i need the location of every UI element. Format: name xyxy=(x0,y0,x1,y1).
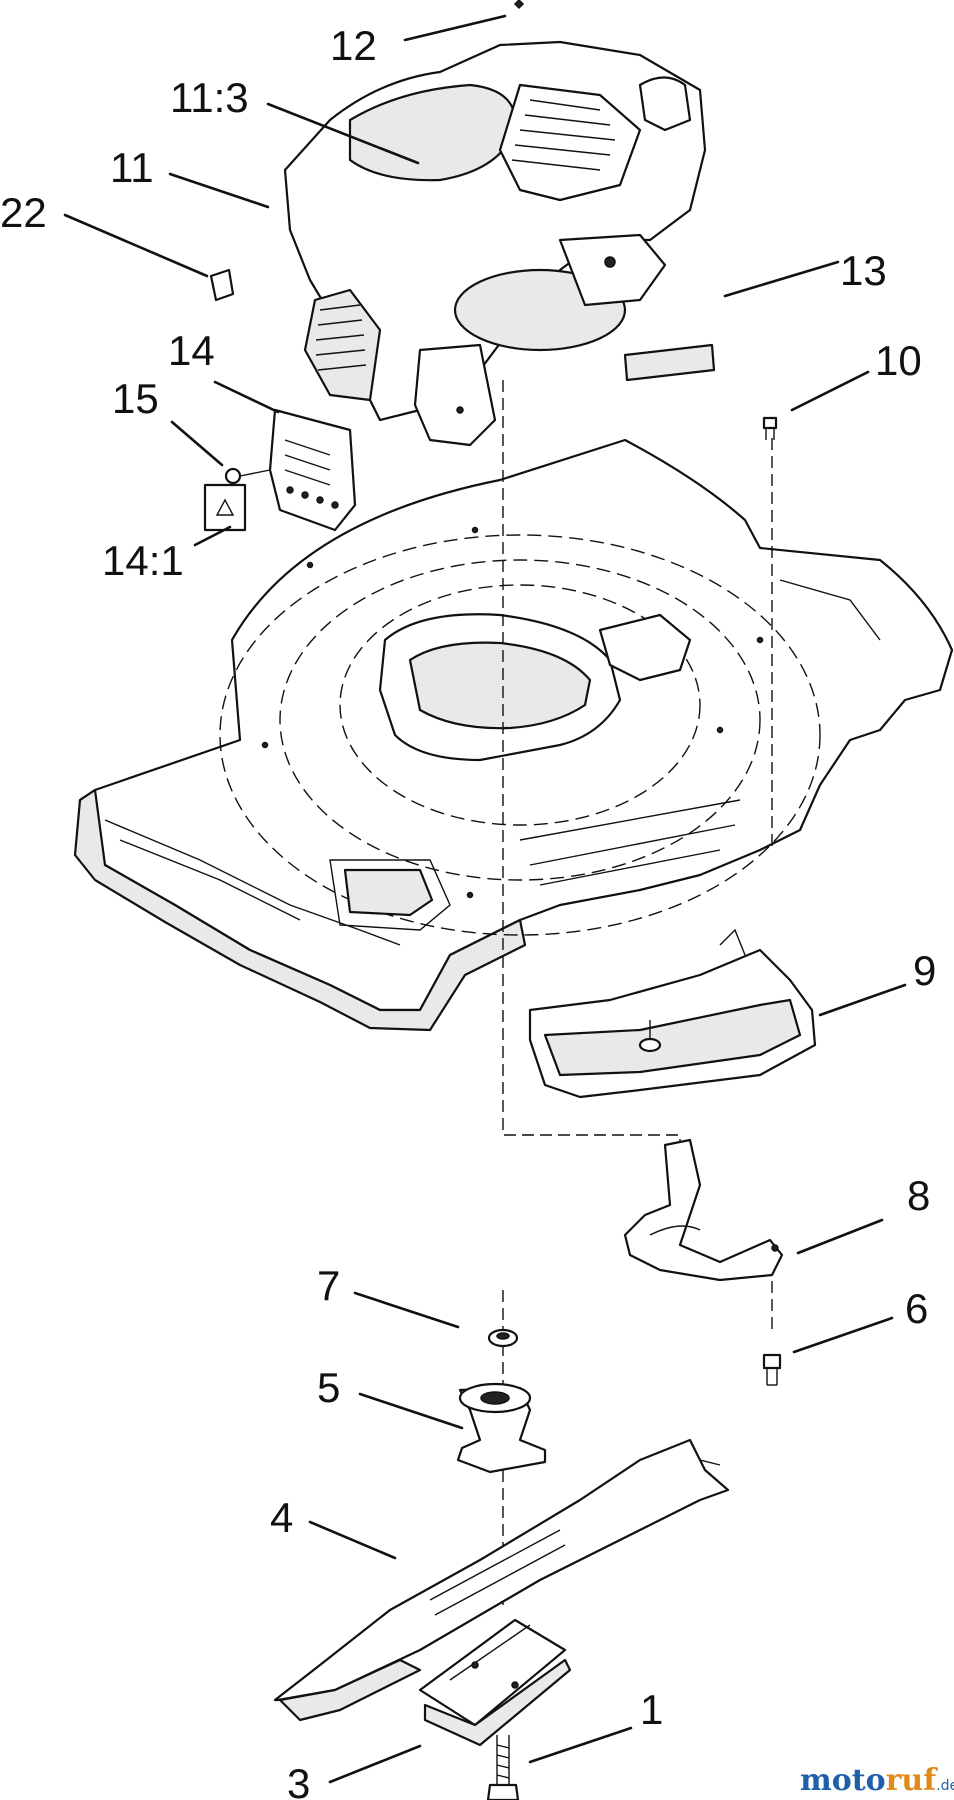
callout-11: 11 xyxy=(110,144,154,191)
part-14-heat-shield xyxy=(268,408,357,532)
part-13-decal xyxy=(623,343,716,382)
callout-4: 4 xyxy=(270,1494,293,1541)
callout-3: 3 xyxy=(287,1760,310,1800)
part-3-blade-plate xyxy=(418,1618,572,1747)
mower-deck xyxy=(73,438,954,1032)
callout-15: 15 xyxy=(112,375,159,422)
part-9-baffle xyxy=(528,928,817,1099)
part-15-screw xyxy=(224,467,271,485)
svg-text:motoruf.de: motoruf.de xyxy=(800,1763,954,1798)
callout-labels: 12 11:3 11 22 13 10 14 15 14:1 9 8 7 6 5… xyxy=(0,22,936,1800)
watermark-logo: motoruf.de xyxy=(800,1763,954,1798)
callout-22: 22 xyxy=(0,189,47,236)
callout-13: 13 xyxy=(840,247,887,294)
part-4-blade xyxy=(273,1438,730,1722)
part-22-spacer xyxy=(209,268,235,302)
callout-10: 10 xyxy=(875,337,922,384)
part-5-blade-adapter xyxy=(456,1382,547,1474)
callout-14-1: 14:1 xyxy=(102,537,184,584)
part-12-nut xyxy=(513,0,525,10)
callout-11-3: 11:3 xyxy=(170,74,249,121)
callout-14: 14 xyxy=(168,327,215,374)
callout-6: 6 xyxy=(905,1285,928,1332)
part-7-washer xyxy=(487,1328,519,1348)
callout-5: 5 xyxy=(317,1364,340,1411)
part-6-bolt xyxy=(762,1353,782,1386)
part-1-bolt xyxy=(486,1735,520,1800)
leader-lines xyxy=(63,14,907,1784)
part-14-1-decal xyxy=(203,483,247,532)
part-10-bolt xyxy=(762,416,778,440)
part-8-bracket xyxy=(623,1138,784,1282)
callout-8: 8 xyxy=(907,1172,930,1219)
engine xyxy=(283,40,707,447)
callout-9: 9 xyxy=(913,947,936,994)
callout-1: 1 xyxy=(640,1686,663,1733)
callout-7: 7 xyxy=(317,1262,340,1309)
callout-12: 12 xyxy=(330,22,377,69)
